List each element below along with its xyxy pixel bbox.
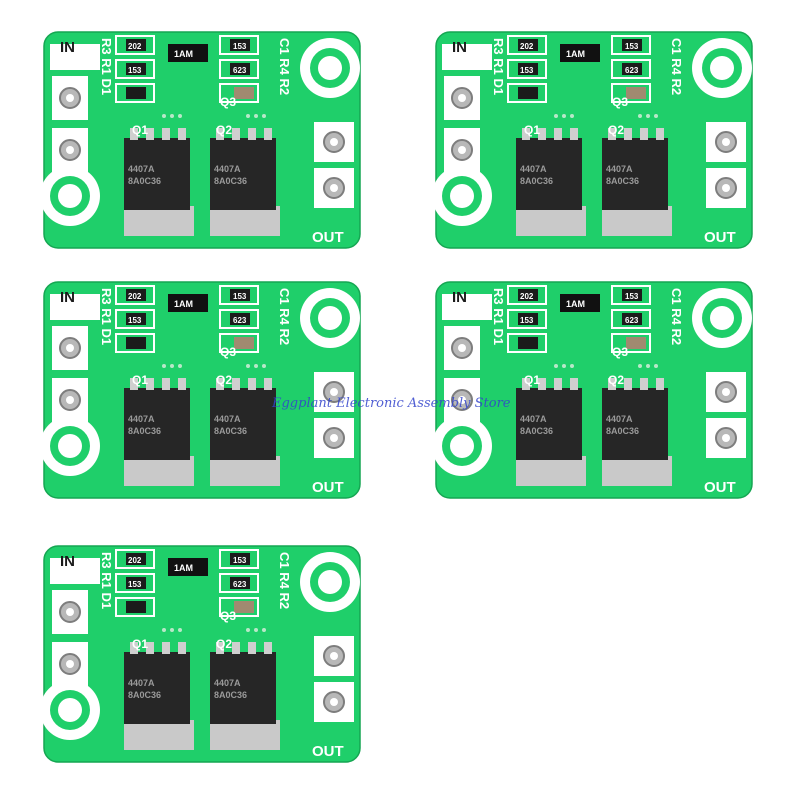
diode-code: 1AM (174, 299, 193, 309)
chip-q1-line2: 8A0C36 (520, 426, 553, 436)
resistor-202: 202 (128, 292, 142, 301)
label-q1: Q1 (132, 123, 148, 137)
chip-q2-line2: 8A0C36 (214, 426, 247, 436)
resistor-623: 623 (233, 66, 247, 75)
pcb-board: IN OUT Q1 Q2 Q3 R3 R1 D1 C1 R4 R2 202 153 153 623 1… (39, 31, 361, 249)
label-r3r1d1: R3 R1 D1 (99, 288, 114, 345)
resistor-153: 153 (128, 580, 142, 589)
label-q1: Q1 (132, 637, 148, 651)
label-out: OUT (312, 743, 344, 760)
label-c1r4r2: C1 R4 R2 (277, 552, 292, 609)
label-c1r4r2: C1 R4 R2 (669, 38, 684, 95)
label-r3r1d1: R3 R1 D1 (491, 38, 506, 95)
label-q3: Q3 (220, 345, 236, 359)
label-r3r1d1: R3 R1 D1 (99, 552, 114, 609)
resistor-153: 153 (233, 556, 247, 565)
label-in: IN (452, 39, 467, 56)
label-q2: Q2 (216, 123, 232, 137)
label-out: OUT (704, 229, 736, 246)
resistor-623: 623 (233, 580, 247, 589)
resistor-153: 153 (520, 66, 534, 75)
pcb-board: IN OUT Q1 Q2 Q3 R3 R1 D1 C1 R4 R2 202 153 153 623 1… (431, 31, 753, 249)
chip-q1-line1: 4407A (128, 164, 155, 174)
resistor-153: 153 (625, 42, 639, 51)
label-q3: Q3 (220, 609, 236, 623)
chip-q1-line1: 4407A (128, 414, 155, 424)
label-c1r4r2: C1 R4 R2 (277, 288, 292, 345)
label-c1r4r2: C1 R4 R2 (277, 38, 292, 95)
diode-code: 1AM (566, 49, 585, 59)
resistor-202: 202 (520, 292, 534, 301)
label-q2: Q2 (608, 373, 624, 387)
chip-q2-line1: 4407A (606, 414, 633, 424)
resistor-202: 202 (520, 42, 534, 51)
label-q3: Q3 (220, 95, 236, 109)
pcb-board: IN OUT Q1 Q2 Q3 R3 R1 D1 C1 R4 R2 202 153 153 623 1… (39, 281, 361, 499)
pcb-body (39, 545, 361, 763)
resistor-202: 202 (128, 556, 142, 565)
label-out: OUT (704, 479, 736, 496)
label-q2: Q2 (608, 123, 624, 137)
label-q3: Q3 (612, 345, 628, 359)
chip-q1-line2: 8A0C36 (128, 690, 161, 700)
label-q3: Q3 (612, 95, 628, 109)
chip-q1-line1: 4407A (128, 678, 155, 688)
chip-q1-line1: 4407A (520, 164, 547, 174)
label-q1: Q1 (524, 373, 540, 387)
label-in: IN (60, 39, 75, 56)
pcb-body (431, 31, 753, 249)
label-c1r4r2: C1 R4 R2 (669, 288, 684, 345)
label-in: IN (452, 289, 467, 306)
chip-q2-line2: 8A0C36 (214, 176, 247, 186)
label-r3r1d1: R3 R1 D1 (491, 288, 506, 345)
label-r3r1d1: R3 R1 D1 (99, 38, 114, 95)
chip-q1-line2: 8A0C36 (520, 176, 553, 186)
pcb-body (39, 281, 361, 499)
chip-q2-line1: 4407A (214, 414, 241, 424)
chip-q2-line2: 8A0C36 (606, 176, 639, 186)
resistor-623: 623 (625, 316, 639, 325)
chip-q2-line1: 4407A (214, 164, 241, 174)
resistor-153: 153 (128, 316, 142, 325)
chip-q1-line2: 8A0C36 (128, 426, 161, 436)
chip-q2-line1: 4407A (214, 678, 241, 688)
resistor-623: 623 (625, 66, 639, 75)
label-q2: Q2 (216, 637, 232, 651)
label-in: IN (60, 289, 75, 306)
pcb-board: IN OUT Q1 Q2 Q3 R3 R1 D1 C1 R4 R2 202 153 153 623 1… (431, 281, 753, 499)
pcb-board: IN OUT Q1 Q2 Q3 R3 R1 D1 C1 R4 R2 202 153 153 623 1… (39, 545, 361, 763)
diode-code: 1AM (174, 49, 193, 59)
diode-code: 1AM (566, 299, 585, 309)
chip-q1-line2: 8A0C36 (128, 176, 161, 186)
resistor-202: 202 (128, 42, 142, 51)
chip-q2-line1: 4407A (606, 164, 633, 174)
resistor-153: 153 (520, 316, 534, 325)
label-out: OUT (312, 479, 344, 496)
chip-q2-line2: 8A0C36 (214, 690, 247, 700)
resistor-153: 153 (128, 66, 142, 75)
chip-q1-line1: 4407A (520, 414, 547, 424)
resistor-153: 153 (233, 292, 247, 301)
diode-code: 1AM (174, 563, 193, 573)
label-q1: Q1 (132, 373, 148, 387)
label-out: OUT (312, 229, 344, 246)
pcb-body (431, 281, 753, 499)
label-q1: Q1 (524, 123, 540, 137)
chip-q2-line2: 8A0C36 (606, 426, 639, 436)
label-q2: Q2 (216, 373, 232, 387)
resistor-153: 153 (233, 42, 247, 51)
resistor-153: 153 (625, 292, 639, 301)
pcb-body (39, 31, 361, 249)
label-in: IN (60, 553, 75, 570)
resistor-623: 623 (233, 316, 247, 325)
